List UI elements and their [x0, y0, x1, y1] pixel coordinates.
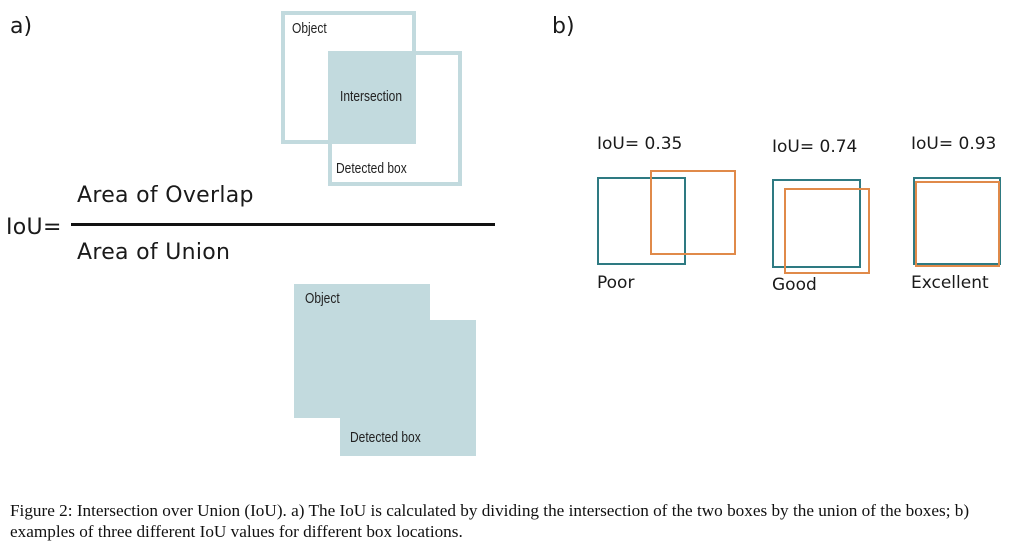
iou-value: IoU= 0.74 [772, 137, 858, 157]
panel-b-label: b) [552, 14, 575, 39]
quality-label: Excellent [911, 273, 989, 293]
quality-label: Poor [597, 273, 635, 293]
detected-box [784, 188, 870, 274]
detected-box-label: Detected box [336, 160, 407, 177]
union-object-label: Object [305, 290, 340, 307]
object-box-outline [281, 11, 416, 144]
fraction-bar [71, 223, 495, 226]
iou-lhs: IoU= [6, 215, 62, 240]
ground-truth-box [772, 179, 861, 268]
detected-box [650, 170, 736, 255]
iou-value: IoU= 0.93 [911, 134, 997, 154]
intersection-region [328, 54, 416, 144]
formula-denominator: Area of Union [77, 240, 231, 265]
intersection-label: Intersection [340, 88, 403, 105]
formula-numerator: Area of Overlap [77, 183, 254, 208]
union-detected-label: Detected box [350, 429, 421, 446]
detected-box-outline [328, 51, 462, 186]
ground-truth-box [597, 177, 686, 265]
object-label: Object [292, 20, 327, 37]
union-detected-region [340, 320, 476, 456]
figure-caption: Figure 2: Intersection over Union (IoU).… [10, 501, 970, 541]
iou-value: IoU= 0.35 [597, 134, 683, 154]
quality-label: Good [772, 275, 817, 295]
panel-a-label: a) [10, 14, 33, 39]
detected-box [915, 181, 1000, 267]
ground-truth-box [913, 177, 1001, 265]
